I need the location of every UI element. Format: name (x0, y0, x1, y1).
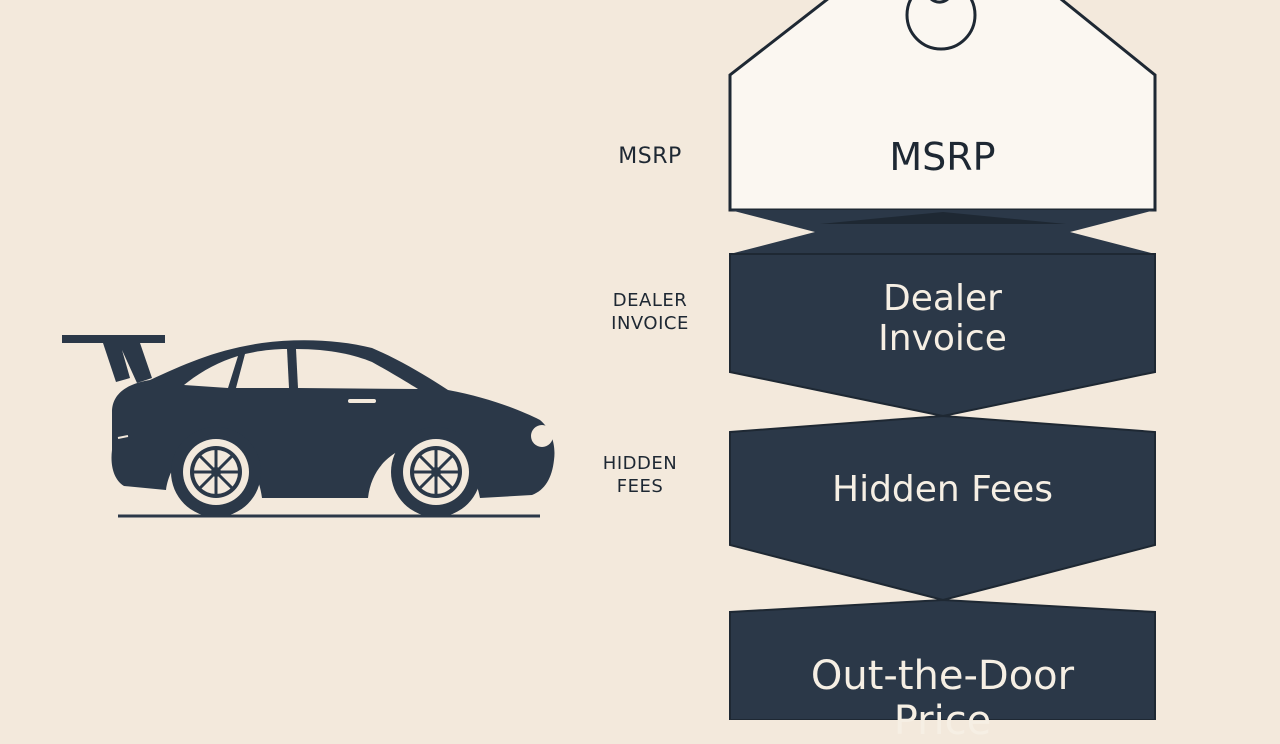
connector-chevron-1 (730, 210, 1155, 254)
car-door-line (117, 435, 129, 439)
car-headlight (531, 425, 553, 447)
connector-chevron-1-point (820, 212, 1066, 224)
dealer-invoice-block (729, 253, 1156, 418)
side-label-msrp: MSRP (618, 144, 682, 169)
diagram-art (62, 0, 1157, 720)
side-label-hidden-fees: HIDDEN FEES (602, 453, 678, 498)
car-spoiler (62, 335, 165, 383)
car-rear-wheel (171, 427, 261, 517)
car-front-wheel (391, 427, 481, 517)
tag-hole-icon (905, 0, 977, 51)
out-the-door-block (729, 598, 1156, 720)
car-window-middle (236, 349, 289, 388)
car-window-rear (184, 356, 238, 388)
price-breakdown-diagram: MSRP DEALER INVOICE HIDDEN FEES MSRP Dea… (62, 0, 1157, 720)
hidden-fees-block (729, 414, 1156, 602)
stage-label-msrp: MSRP (889, 135, 996, 179)
tag-string-icon (930, 0, 949, 4)
car-window-front (296, 349, 418, 389)
sports-car-icon (62, 335, 555, 518)
stage-label-out-the-door-price: Out-the-Door Price (810, 653, 1075, 744)
side-label-dealer-invoice: DEALER INVOICE (611, 290, 689, 335)
stage-label-hidden-fees: Hidden Fees (832, 469, 1053, 510)
car-door-handle (348, 399, 376, 403)
stage-label-dealer-invoice: Dealer Invoice (878, 278, 1007, 360)
